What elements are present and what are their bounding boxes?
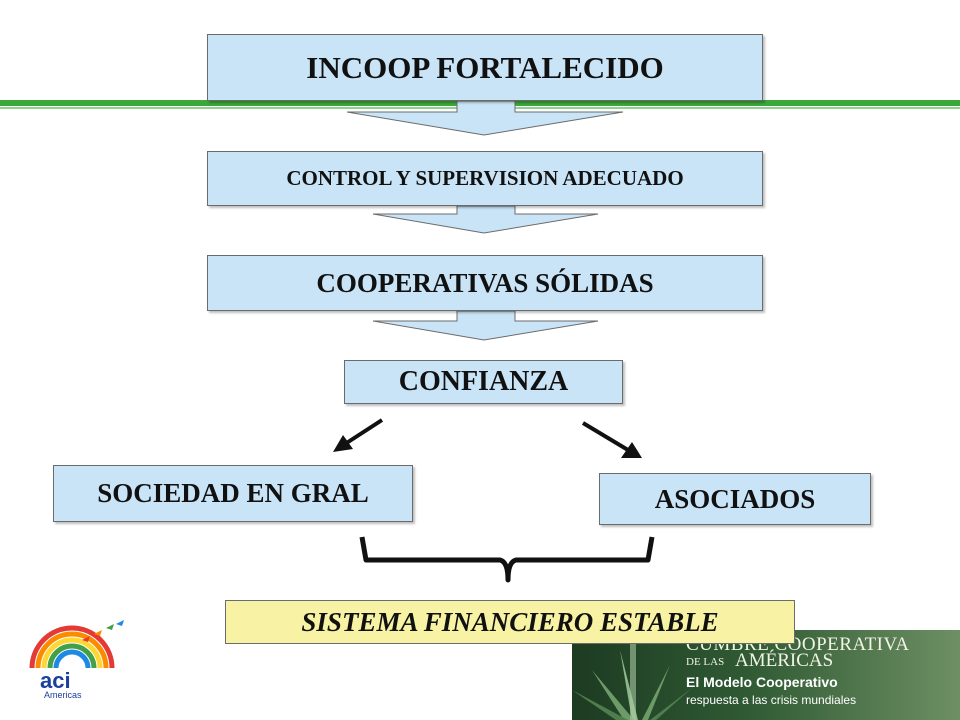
box-sociedad: SOCIEDAD EN GRAL — [53, 465, 413, 522]
down-arrow-3 — [372, 310, 599, 341]
arrow-right-head — [621, 442, 642, 458]
arrow-right-line — [581, 421, 630, 452]
box-confianza: CONFIANZA — [344, 360, 623, 404]
summit-modelo: El Modelo Cooperativo — [686, 674, 838, 690]
arrow-left-line — [343, 418, 384, 446]
box-cooperativas: COOPERATIVAS SÓLIDAS — [207, 255, 763, 311]
arrow-left-head — [333, 435, 353, 452]
summit-de-las: DE LAS — [686, 656, 725, 668]
box-sistema-financiero: SISTEMA FINANCIERO ESTABLE — [225, 600, 795, 644]
summit-americas: AMÉRICAS — [735, 650, 834, 671]
down-arrow-1 — [346, 100, 624, 136]
aci-rainbow-logo-icon — [29, 620, 124, 669]
down-arrow-2 — [372, 205, 599, 234]
agave-plant-icon — [572, 630, 692, 720]
box-incoop: INCOOP FORTALECIDO — [207, 34, 763, 101]
brace — [359, 536, 655, 583]
summit-banner — [572, 630, 960, 720]
aci-logo-text: aci — [40, 668, 71, 693]
box-control: CONTROL Y SUPERVISION ADECUADO — [207, 151, 763, 206]
aci-logo-sub: Americas — [44, 690, 82, 700]
box-asociados: ASOCIADOS — [599, 473, 871, 525]
summit-respuesta: respuesta a las crisis mundiales — [686, 693, 857, 707]
